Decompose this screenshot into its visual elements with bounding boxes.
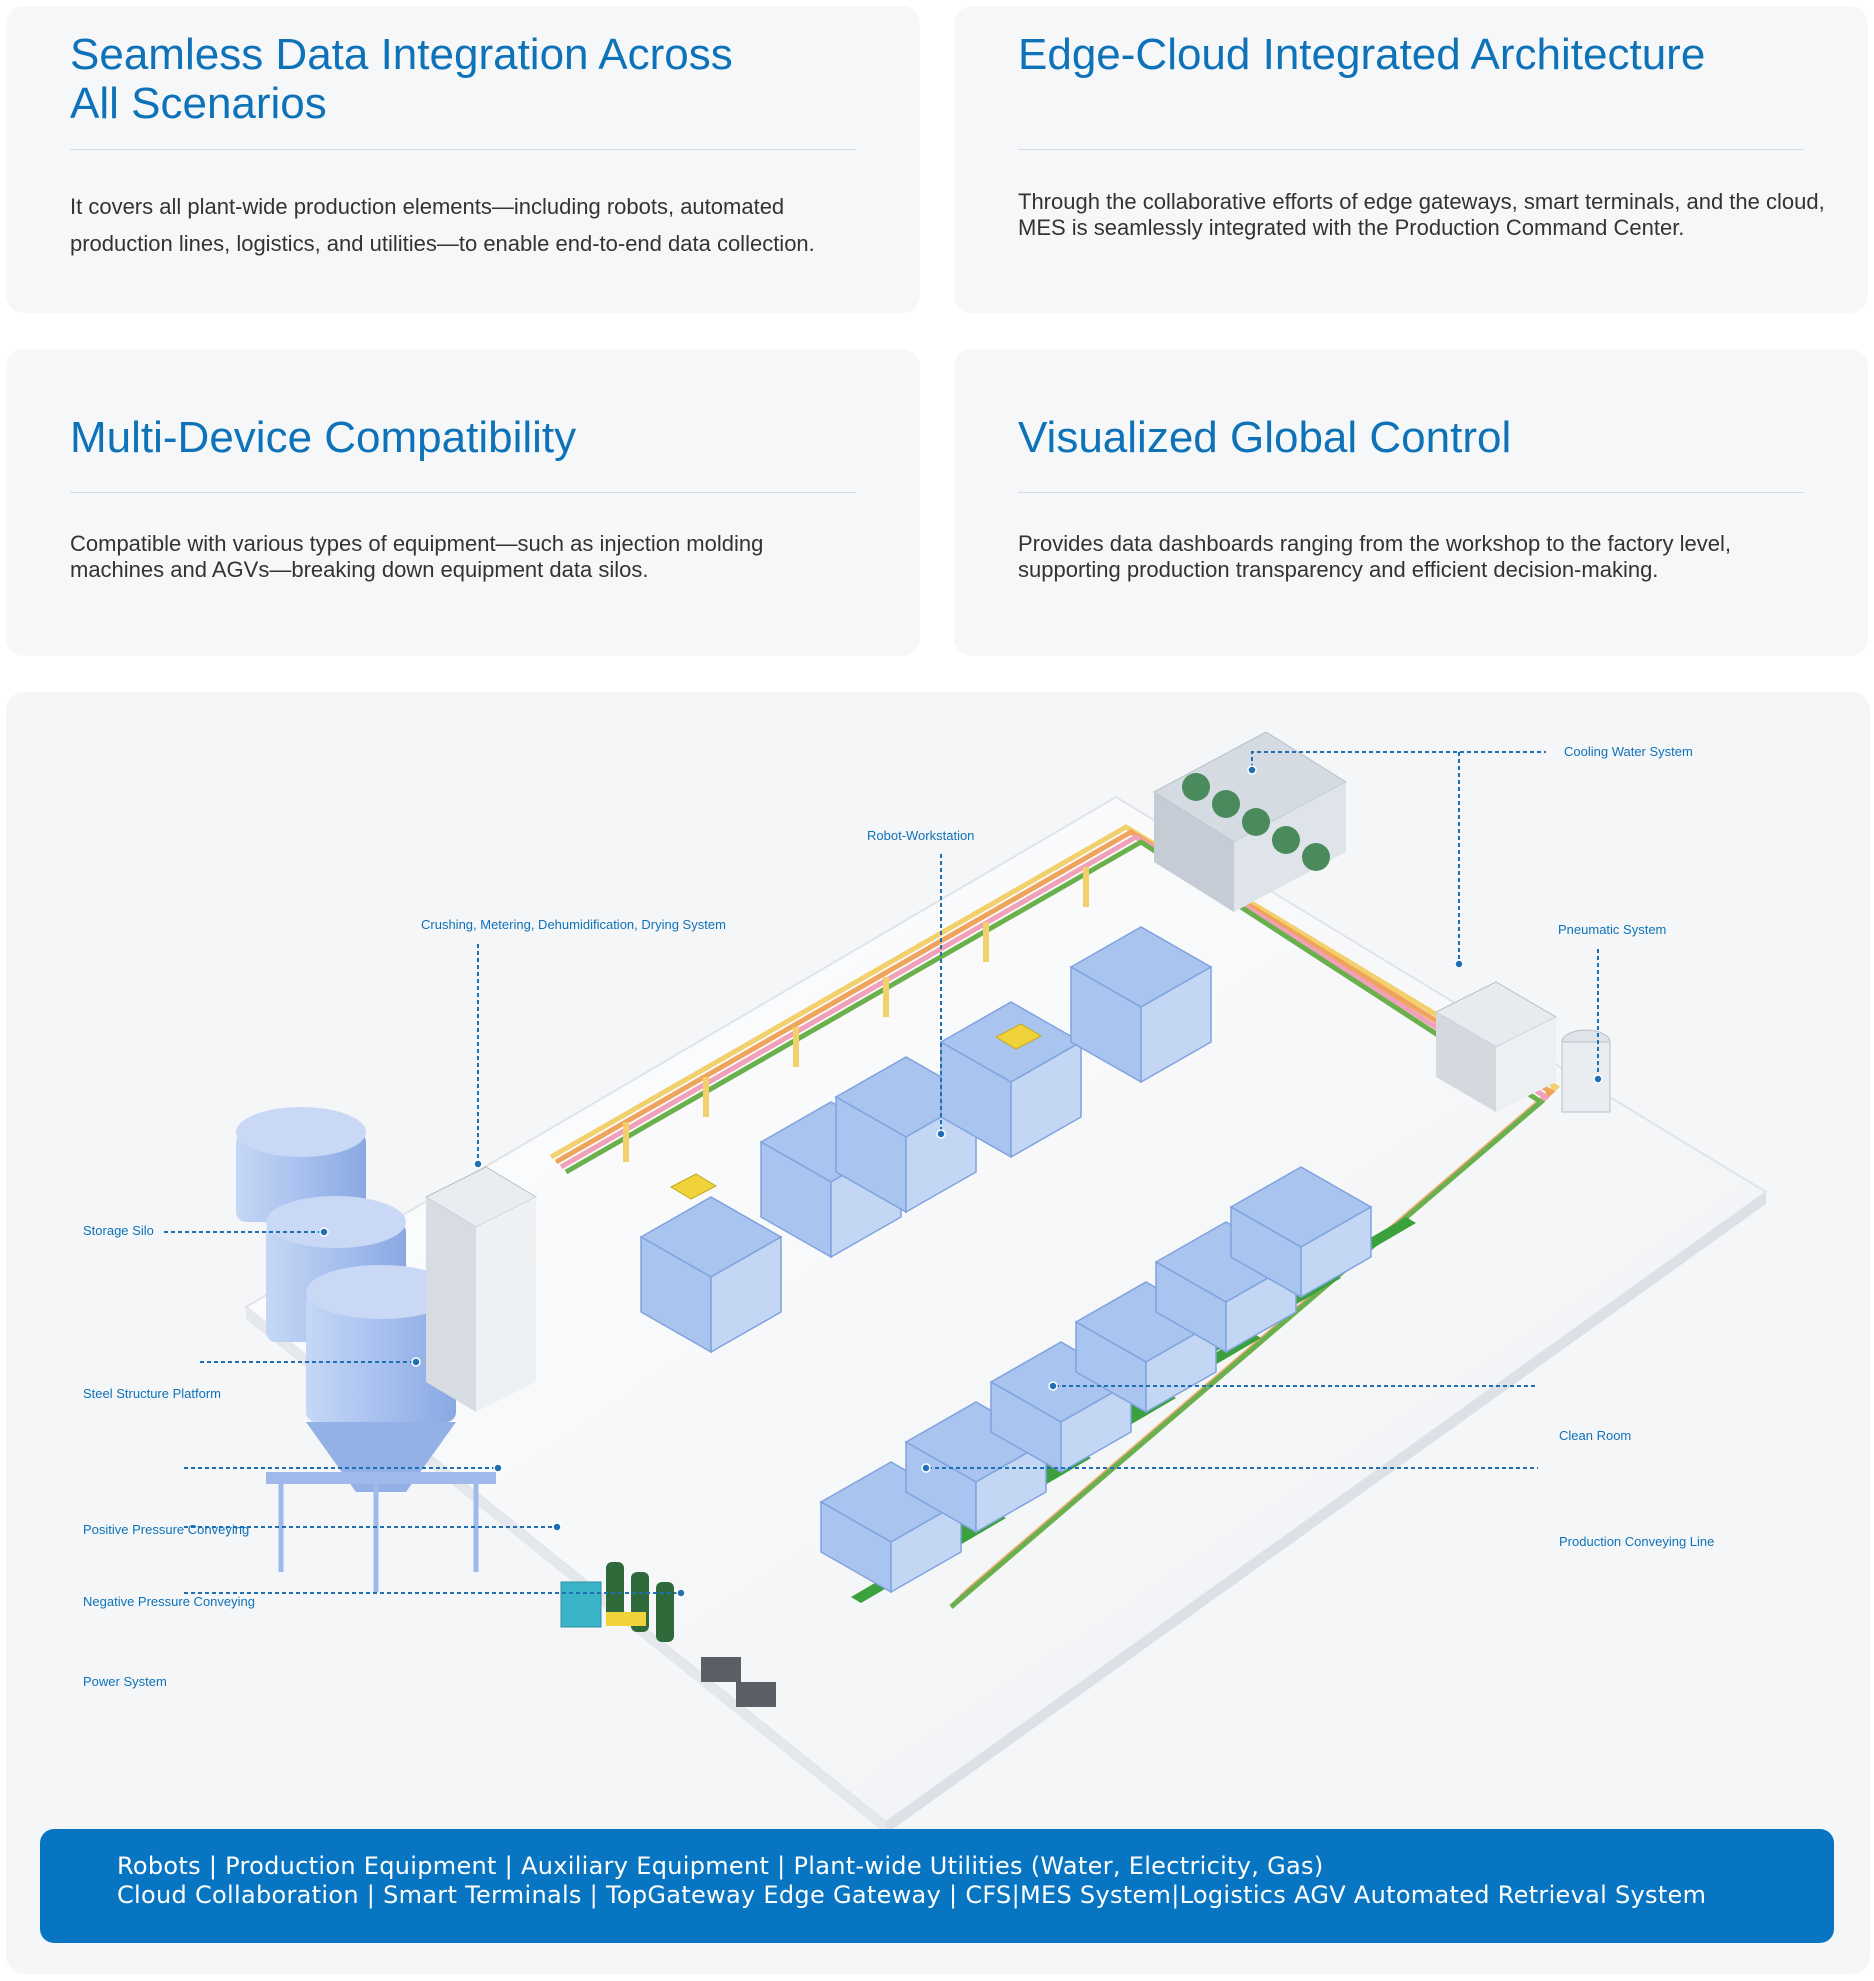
callout-lines xyxy=(164,751,1599,1594)
divider xyxy=(1018,492,1804,493)
card-title: Seamless Data Integration Across All Sce… xyxy=(70,30,733,128)
divider xyxy=(70,149,856,150)
divider xyxy=(70,492,856,493)
utility-pipes xyxy=(549,824,1561,1609)
factory-diagram: Cooling Water System Robot-Workstation C… xyxy=(6,692,1870,1974)
divider xyxy=(1018,149,1804,150)
power-cabinets xyxy=(701,1657,776,1707)
injection-machines-front xyxy=(819,1166,1373,1594)
label-robot-workstation: Robot-Workstation xyxy=(867,828,975,843)
feature-card-multi-device: Multi-Device Compatibility Compatible wi… xyxy=(6,349,920,656)
card-description: Provides data dashboards ranging from th… xyxy=(1018,531,1731,582)
card-description: Compatible with various types of equipme… xyxy=(70,531,764,582)
label-storage-silo: Storage Silo xyxy=(83,1223,154,1238)
card-title: Visualized Global Control xyxy=(1018,413,1512,462)
label-pneumatic-system: Pneumatic System xyxy=(1558,922,1667,937)
cooling-tower xyxy=(1153,731,1347,912)
label-power-system: Power System xyxy=(83,1674,167,1689)
label-steel-structure-platform: Steel Structure Platform xyxy=(83,1386,221,1401)
feature-card-data-integration: Seamless Data Integration Across All Sce… xyxy=(6,6,920,313)
feature-card-edge-cloud: Edge-Cloud Integrated Architecture Throu… xyxy=(954,6,1868,313)
label-production-conveying-line: Production Conveying Line xyxy=(1559,1534,1715,1549)
crushing-system xyxy=(424,1166,538,1412)
label-crushing-system: Crushing, Metering, Dehumidification, Dr… xyxy=(421,917,726,932)
feature-card-global-control: Visualized Global Control Provides data … xyxy=(954,349,1868,656)
card-title: Edge-Cloud Integrated Architecture xyxy=(1018,30,1706,79)
label-positive-pressure-conveying: Positive Pressure Conveying xyxy=(83,1522,250,1537)
factory-illustration xyxy=(164,731,1768,1834)
banner-line-2: Cloud Collaboration | Smart Terminals | … xyxy=(117,1881,1707,1909)
label-negative-pressure-conveying: Negative Pressure Conveying xyxy=(83,1594,255,1609)
card-description: It covers all plant-wide production elem… xyxy=(70,194,815,256)
card-description: Through the collaborative efforts of edg… xyxy=(1018,189,1825,240)
label-clean-room: Clean Room xyxy=(1559,1428,1632,1443)
callout-dots xyxy=(319,765,1603,1598)
capabilities-banner: Robots | Production Equipment | Auxiliar… xyxy=(40,1829,1834,1943)
label-cooling-water-system: Cooling Water System xyxy=(1564,744,1693,759)
banner-line-1: Robots | Production Equipment | Auxiliar… xyxy=(117,1852,1324,1880)
card-title: Multi-Device Compatibility xyxy=(70,413,577,462)
storage-silo xyxy=(236,1107,496,1592)
injection-machines-back xyxy=(639,926,1213,1354)
agv-units xyxy=(669,1023,1043,1200)
